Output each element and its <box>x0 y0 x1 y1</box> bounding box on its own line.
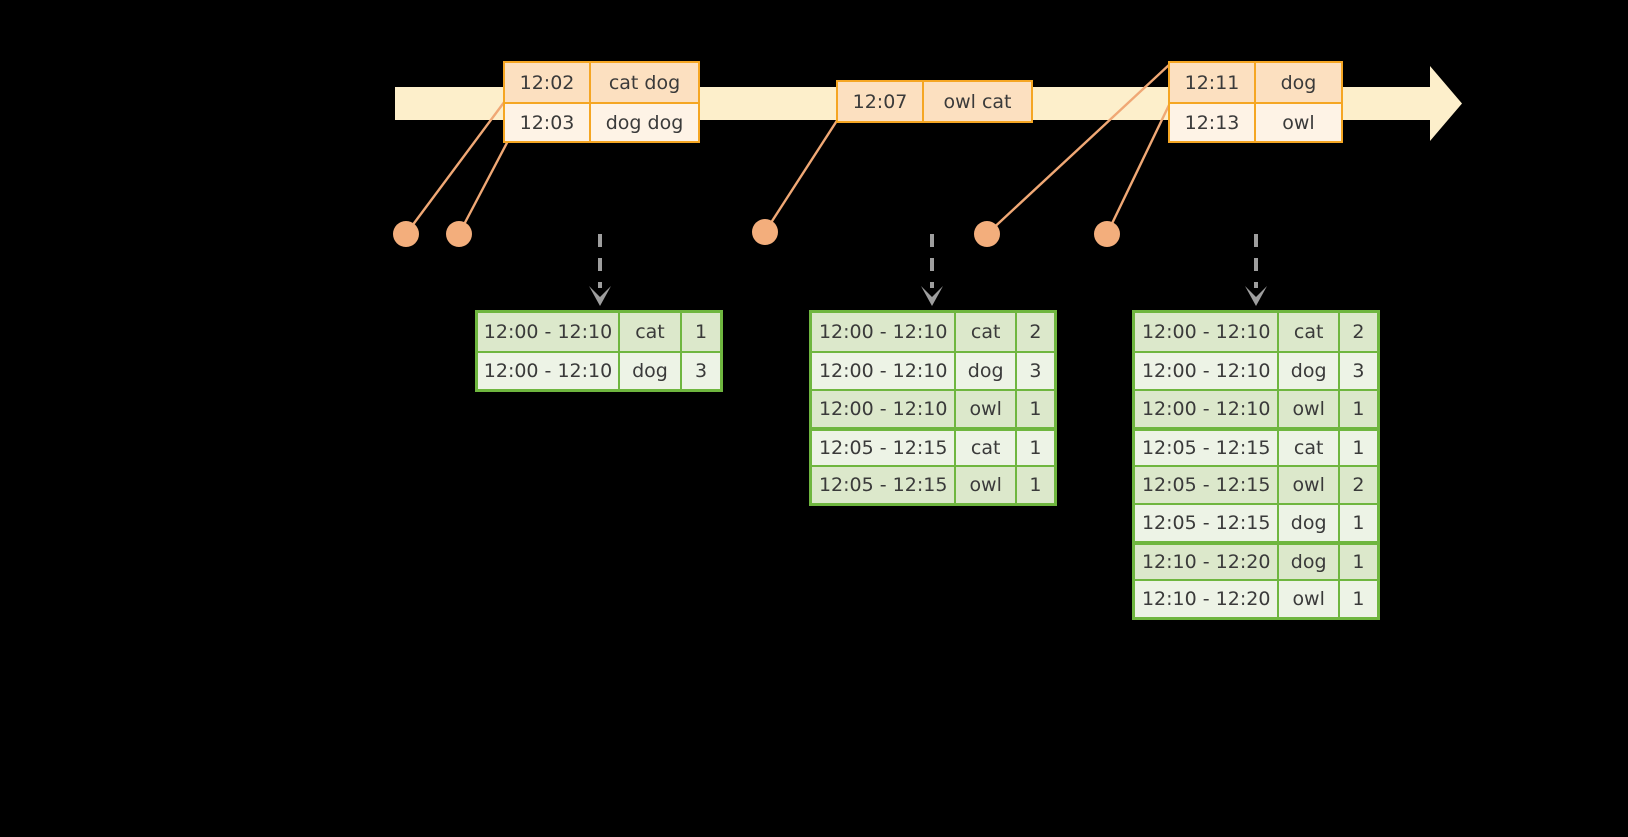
event-dot-1 <box>393 221 419 247</box>
down-arrow-3 <box>1245 234 1267 306</box>
word-cell: cat <box>1279 313 1340 351</box>
count-cell: 1 <box>1029 398 1042 420</box>
count-cell: 1 <box>1352 512 1365 534</box>
window-cell: 12:00 - 12:10 <box>478 313 620 351</box>
window-cell: 12:05 - 12:15 <box>1135 467 1280 503</box>
event-words: dog <box>1280 71 1317 94</box>
event-time: 12:11 <box>1170 63 1256 102</box>
word-cell: cat <box>956 313 1017 351</box>
count-cell: 1 <box>1029 437 1042 459</box>
event-dot-2 <box>446 221 472 247</box>
down-arrow-2 <box>921 234 943 306</box>
timeline-event-row: 12:07 owl cat <box>838 82 1031 121</box>
window-cell: 12:05 - 12:15 <box>1135 505 1280 541</box>
word-cell: dog <box>620 353 682 389</box>
word-cell: owl <box>1279 391 1340 427</box>
event-time: 12:07 <box>838 82 924 121</box>
connector-1 <box>405 100 506 235</box>
word-cell: dog <box>956 353 1017 389</box>
event-words: cat dog <box>608 71 681 94</box>
event-words: owl <box>1282 111 1315 134</box>
count-cell: 3 <box>1352 360 1365 382</box>
count-cell: 1 <box>694 321 708 343</box>
word-cell: owl <box>1279 467 1340 503</box>
event-time: 12:03 <box>505 104 591 141</box>
count-cell: 1 <box>1352 551 1365 573</box>
timeline-event-row: 12:02 cat dog <box>505 63 698 102</box>
down-arrows <box>589 234 1267 306</box>
window-cell: 12:00 - 12:10 <box>1135 353 1280 389</box>
event-dot-3 <box>752 219 778 245</box>
word-cell: owl <box>956 467 1017 503</box>
window-cell: 12:10 - 12:20 <box>1135 545 1280 579</box>
event-words: dog dog <box>605 111 684 134</box>
count-cell: 2 <box>1029 321 1042 343</box>
window-cell: 12:00 - 12:10 <box>812 353 957 389</box>
count-cell: 1 <box>1029 474 1042 496</box>
window-cell: 12:05 - 12:15 <box>812 467 957 503</box>
event-group-2: 12:07 owl cat <box>836 80 1033 123</box>
window-cell: 12:05 - 12:15 <box>1135 431 1280 465</box>
count-cell: 1 <box>1352 437 1365 459</box>
timeline-event-row: 12:11 dog <box>1170 63 1341 102</box>
event-time: 12:02 <box>505 63 591 102</box>
word-cell: owl <box>1279 581 1340 617</box>
event-group-1: 12:02 cat dog 12:03 dog dog <box>503 61 700 143</box>
count-cell: 2 <box>1352 474 1365 496</box>
event-dots <box>393 219 1120 247</box>
window-cell: 12:00 - 12:10 <box>1135 313 1280 351</box>
word-cell: cat <box>620 313 682 351</box>
timeline-event-row: 12:03 dog dog <box>505 102 698 141</box>
window-cell: 12:05 - 12:15 <box>812 431 957 465</box>
window-cell: 12:00 - 12:10 <box>812 313 957 351</box>
count-cell: 1 <box>1352 588 1365 610</box>
timeline-event-row: 12:13 owl <box>1170 102 1341 141</box>
event-dot-4 <box>974 221 1000 247</box>
connector-5 <box>1105 102 1172 235</box>
event-dot-5 <box>1094 221 1120 247</box>
window-cell: 12:00 - 12:10 <box>1135 391 1280 427</box>
count-cell: 3 <box>694 360 708 382</box>
event-time: 12:13 <box>1170 104 1256 141</box>
window-cell: 12:00 - 12:10 <box>812 391 957 427</box>
window-cell: 12:00 - 12:10 <box>478 353 620 389</box>
count-cell: 2 <box>1352 321 1365 343</box>
connector-3 <box>763 118 840 233</box>
word-cell: dog <box>1279 545 1340 579</box>
word-cell: dog <box>1279 505 1340 541</box>
word-cell: cat <box>956 431 1017 465</box>
window-cell: 12:10 - 12:20 <box>1135 581 1280 617</box>
count-cell: 3 <box>1029 360 1042 382</box>
word-cell: owl <box>956 391 1017 427</box>
word-cell: cat <box>1279 431 1340 465</box>
event-group-3: 12:11 dog 12:13 owl <box>1168 61 1343 143</box>
count-cell: 1 <box>1352 398 1365 420</box>
word-cell: dog <box>1279 353 1340 389</box>
event-words: owl cat <box>943 90 1012 113</box>
down-arrow-1 <box>589 234 611 306</box>
